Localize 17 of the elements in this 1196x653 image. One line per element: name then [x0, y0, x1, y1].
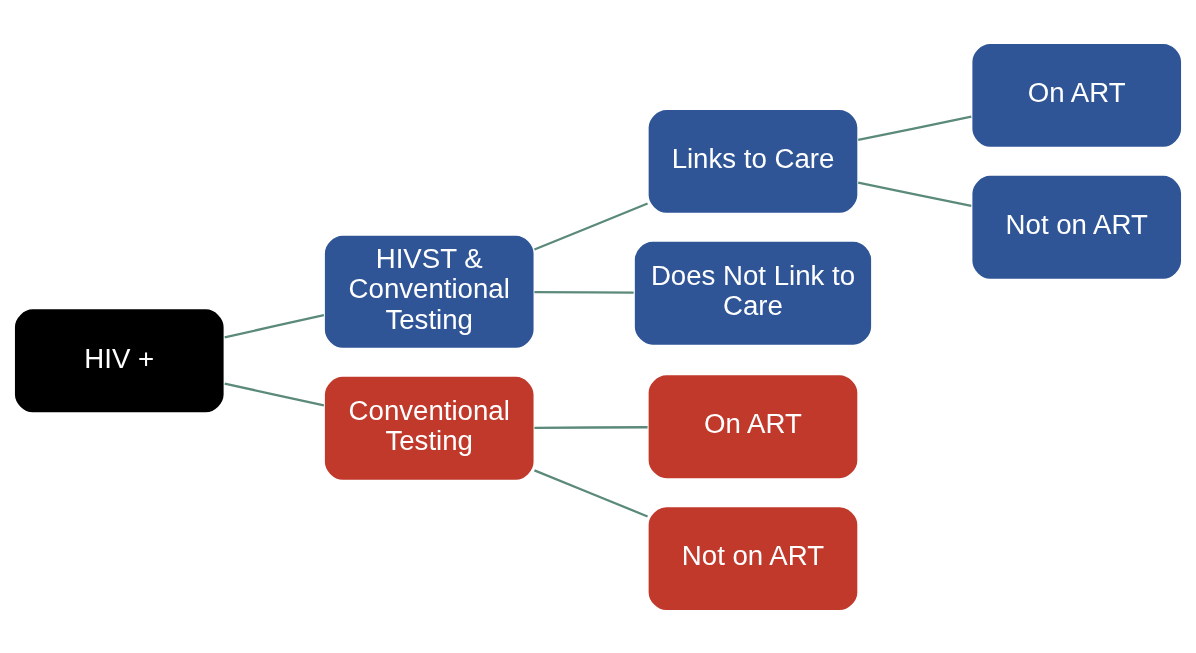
node-box: Not on ART — [647, 505, 859, 612]
connector — [534, 468, 648, 517]
connector — [534, 425, 648, 429]
node-box: Does Not Link to Care — [633, 239, 873, 346]
node-box: Conventional Testing — [323, 374, 536, 481]
node-box: On ART — [970, 41, 1183, 148]
node-box: Links to Care — [647, 107, 859, 214]
connector — [534, 290, 634, 294]
connector — [857, 115, 972, 141]
node-box: HIV + — [13, 307, 226, 414]
node-box: Not on ART — [970, 173, 1183, 280]
connector — [224, 313, 325, 338]
connector — [224, 382, 325, 407]
node-box: On ART — [647, 373, 859, 480]
node-box: HIVST & Conventional Testing — [323, 233, 536, 349]
connector — [534, 201, 648, 251]
connector — [857, 181, 972, 207]
